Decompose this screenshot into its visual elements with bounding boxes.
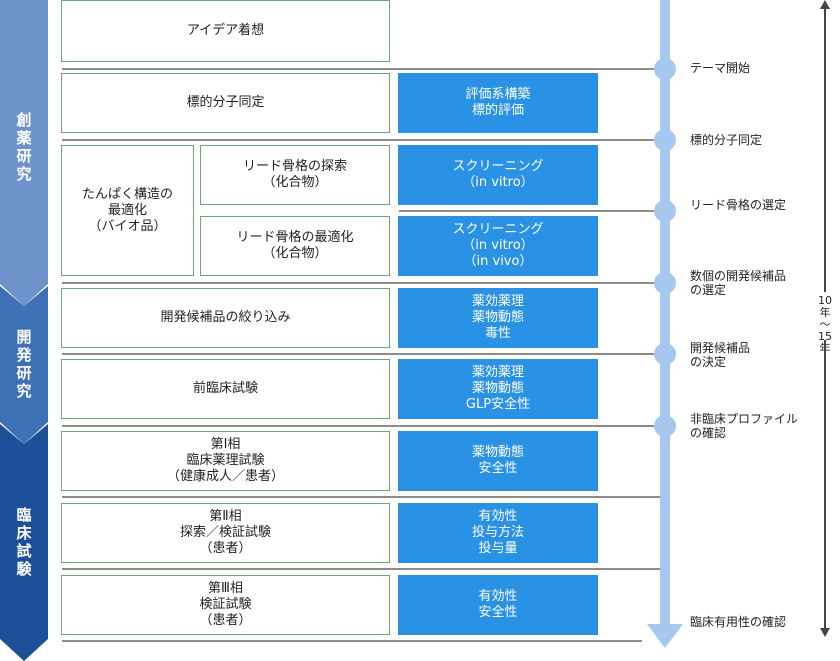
- method-label: 評価系構築 標的評価: [465, 87, 531, 118]
- stage-label: 前臨床試験: [192, 381, 258, 396]
- milestone-dot: [654, 58, 676, 80]
- milestone-label: 標的分子同定: [690, 133, 763, 147]
- method-label: 薬効薬理 薬物動態 毒性: [471, 294, 524, 341]
- stage-lead-optimization: リード骨格の最適化 （化合物）: [200, 216, 390, 276]
- group-label: たんぱく構造の 最適化 （バイオ品）: [81, 186, 173, 234]
- method-phase-2: 有効性 投与方法 投与量: [398, 503, 598, 563]
- phase-clinical: 臨床試験: [0, 424, 48, 661]
- divider: [62, 353, 662, 355]
- duration-arrow-down: [820, 628, 830, 637]
- method-target-evaluation: 評価系構築 標的評価: [398, 73, 598, 133]
- method-glp-safety: 薬効薬理 薬物動態 GLP安全性: [398, 359, 598, 419]
- divider: [62, 568, 662, 570]
- stage-label: 標的分子同定: [186, 95, 265, 110]
- method-screening-vitro-vivo: スクリーニング （in vitro） （in vivo）: [398, 216, 598, 276]
- phase-label: 創薬研究: [14, 112, 33, 184]
- milestone-dot: [654, 200, 676, 222]
- stage-protein-optimization-group: たんぱく構造の 最適化 （バイオ品）: [61, 145, 194, 276]
- milestone-dot: [654, 343, 676, 365]
- milestone-label: リード骨格の選定: [690, 198, 787, 212]
- stage-preclinical: 前臨床試験: [61, 359, 390, 419]
- stage-label: 第Ⅱ相 探索／検証試験 （患者）: [179, 509, 271, 556]
- stage-phase-2: 第Ⅱ相 探索／検証試験 （患者）: [61, 503, 390, 563]
- duration-arrow-line: [824, 8, 826, 292]
- stage-label: 第Ⅲ相 検証試験 （患者）: [199, 581, 252, 628]
- method-phase-1: 薬物動態 安全性: [398, 431, 598, 491]
- milestone-dot: [654, 415, 676, 437]
- milestone-label: 開発候補品 の決定: [690, 341, 751, 369]
- milestone-dot: [654, 272, 676, 294]
- divider: [62, 496, 662, 498]
- method-label: 薬効薬理 薬物動態 GLP安全性: [465, 365, 531, 412]
- stage-label: 開発候補品の絞り込み: [160, 310, 291, 325]
- method-label: 有効性 安全性: [478, 589, 518, 620]
- divider: [62, 282, 662, 284]
- milestone-dot: [654, 129, 676, 151]
- divider: [399, 210, 662, 212]
- stage-phase-1: 第Ⅰ相 臨床薬理試験 （健康成人／患者）: [61, 431, 390, 491]
- method-label: 薬物動態 安全性: [471, 445, 524, 476]
- timeline-arrowhead: [647, 624, 683, 648]
- milestone-label: 非臨床プロファイル の確認: [690, 412, 799, 440]
- phase-label: 臨床試験: [14, 506, 33, 579]
- stage-label: 第Ⅰ相 臨床薬理試験 （健康成人／患者）: [166, 437, 284, 484]
- milestone-label: 数個の開発候補品 の選定: [690, 269, 787, 297]
- timeline-line: [660, 0, 670, 626]
- stage-target-identification: 標的分子同定: [61, 73, 390, 133]
- phase-development: 開発研究: [0, 286, 48, 444]
- divider: [62, 139, 662, 141]
- phase-label: 開発研究: [14, 329, 33, 401]
- stage-label: リード骨格の最適化 （化合物）: [236, 230, 354, 261]
- stage-idea: アイデア着想: [61, 0, 390, 62]
- divider: [62, 425, 662, 427]
- duration-arrow-up: [820, 0, 830, 9]
- duration-arrow-line: [824, 340, 826, 630]
- stage-label: リード骨格の探索 （化合物）: [242, 159, 347, 190]
- divider: [62, 640, 642, 642]
- divider: [62, 68, 662, 70]
- method-label: スクリーニング （in vitro）: [452, 159, 544, 190]
- stage-label: アイデア着想: [186, 23, 265, 38]
- method-label: 有効性 投与方法 投与量: [471, 509, 524, 556]
- stage-candidate-narrowing: 開発候補品の絞り込み: [61, 288, 390, 348]
- method-screening-vitro: スクリーニング （in vitro）: [398, 145, 598, 205]
- stage-phase-3: 第Ⅲ相 検証試験 （患者）: [61, 575, 390, 635]
- method-phase-3: 有効性 安全性: [398, 575, 598, 635]
- method-pharmacology-toxicity: 薬効薬理 薬物動態 毒性: [398, 288, 598, 348]
- method-label: スクリーニング （in vitro） （in vivo）: [452, 222, 544, 269]
- stage-lead-search: リード骨格の探索 （化合物）: [200, 145, 390, 205]
- phase-discovery: 創薬研究: [0, 0, 48, 306]
- milestone-label: テーマ開始: [690, 61, 751, 75]
- milestone-label: 臨床有用性の確認: [690, 615, 787, 629]
